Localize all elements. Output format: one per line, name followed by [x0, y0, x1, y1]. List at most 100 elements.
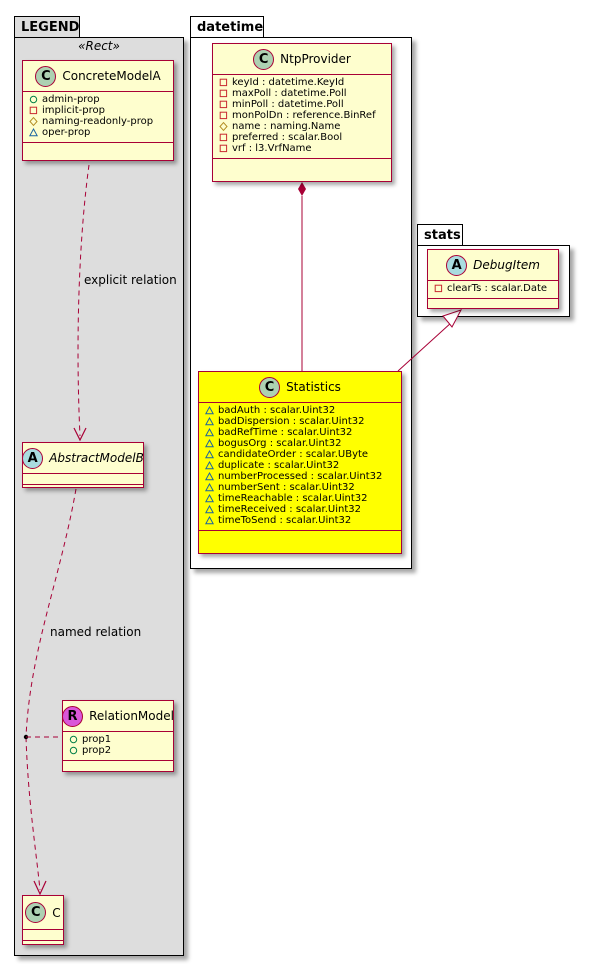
- attribute-text: prop1: [82, 734, 112, 745]
- attribute-text: duplicate : scalar.Uint32: [218, 460, 340, 471]
- private-visibility-icon: [219, 89, 228, 98]
- attribute-text: monPolDn : reference.BinRef: [232, 110, 376, 121]
- attribute-row: vrf : l3.VrfName: [219, 143, 385, 154]
- operations-separator: [199, 530, 401, 531]
- attribute-text: badAuth : scalar.Uint32: [218, 405, 336, 416]
- class-type-badge-icon: C: [25, 902, 47, 923]
- class-header: A DebugItem: [428, 250, 558, 281]
- private-visibility-icon: [219, 144, 228, 153]
- attribute-text: keyId : datetime.KeyId: [232, 77, 345, 88]
- attribute-text: numberSent : scalar.Uint32: [218, 482, 355, 493]
- attribute-row: numberSent : scalar.Uint32: [205, 482, 395, 493]
- attribute-row: prop2: [69, 745, 167, 756]
- attribute-row: clearTs : scalar.Date: [434, 283, 552, 294]
- attribute-text: bogusOrg : scalar.Uint32: [218, 438, 342, 449]
- protected-visibility-icon: [29, 116, 38, 127]
- protected-visibility-icon: [219, 121, 228, 132]
- attribute-row: duplicate : scalar.Uint32: [205, 460, 395, 471]
- class-type-badge-icon: C: [259, 376, 281, 398]
- class-header: R RelationModel: [62, 701, 174, 732]
- operations-separator: [428, 298, 558, 299]
- attribute-row: preferred : scalar.Bool: [219, 132, 385, 143]
- attribute-text: badDispersion : scalar.Uint32: [218, 416, 365, 427]
- class-name: RelationModel: [89, 709, 174, 723]
- class-name: C: [52, 905, 61, 920]
- attribute-row: bogusOrg : scalar.Uint32: [205, 438, 395, 449]
- package-datetime-title: datetime: [190, 16, 264, 38]
- private-visibility-icon: [219, 100, 228, 109]
- package-legend-body: [14, 37, 184, 956]
- attribute-text: minPoll : datetime.Poll: [232, 99, 344, 110]
- package-visibility-icon: [205, 504, 214, 514]
- attribute-row: implicit-prop: [29, 105, 167, 116]
- package-visibility-icon: [205, 438, 214, 448]
- attribute-text: oper-prop: [42, 127, 91, 138]
- inheritance-triangle: [442, 309, 463, 328]
- attribute-row: prop1: [69, 734, 167, 745]
- attribute-text: prop2: [82, 745, 112, 756]
- attribute-row: timeToSend : scalar.Uint32: [205, 515, 395, 526]
- named-relation-label: named relation: [50, 625, 142, 639]
- class-attributes: [23, 474, 143, 480]
- attribute-text: maxPoll : datetime.Poll: [232, 88, 347, 99]
- explicit-relation-arrowhead: [73, 427, 87, 442]
- attribute-text: timeReceived : scalar.Uint32: [218, 504, 362, 515]
- inheritance-line: [397, 321, 453, 372]
- class-name: NtpProvider: [280, 52, 351, 66]
- class-type-badge-icon: A: [22, 447, 44, 469]
- attribute-row: naming-readonly-prop: [29, 116, 167, 127]
- attribute-text: timeReachable : scalar.Uint32: [218, 493, 368, 504]
- package-visibility-icon: [29, 127, 38, 137]
- package-visibility-icon: [205, 471, 214, 481]
- attribute-row: minPoll : datetime.Poll: [219, 99, 385, 110]
- composition-diamond: [298, 182, 306, 196]
- public-visibility-icon: [69, 735, 78, 744]
- attribute-row: badAuth : scalar.Uint32: [205, 405, 395, 416]
- package-visibility-icon: [205, 416, 214, 426]
- package-visibility-icon: [205, 493, 214, 503]
- operations-separator: [63, 760, 173, 761]
- explicit-relation-line: [77, 164, 90, 437]
- named-relation-line-top: [25, 488, 77, 738]
- public-visibility-icon: [29, 95, 38, 104]
- operations-separator: [23, 142, 173, 143]
- private-visibility-icon: [219, 78, 228, 87]
- class-type-badge-icon: A: [446, 254, 468, 276]
- attribute-text: vrf : l3.VrfName: [232, 143, 312, 154]
- attribute-text: numberProcessed : scalar.Uint32: [218, 471, 383, 482]
- private-visibility-icon: [219, 111, 228, 120]
- named-relation-arrowhead: [33, 880, 47, 896]
- named-relation-line-bottom: [25, 736, 41, 891]
- attribute-row: admin-prop: [29, 94, 167, 105]
- package-visibility-icon: [205, 405, 214, 415]
- attribute-row: badDispersion : scalar.Uint32: [205, 416, 395, 427]
- attribute-row: numberProcessed : scalar.Uint32: [205, 471, 395, 482]
- class-type-badge-icon: C: [253, 48, 275, 70]
- package-stats-title: stats: [417, 224, 463, 246]
- package-visibility-icon: [205, 427, 214, 437]
- attribute-row: badRefTime : scalar.Uint32: [205, 427, 395, 438]
- operations-separator: [23, 484, 143, 485]
- package-legend: LEGEND «Rect»: [14, 16, 184, 956]
- class-type-badge-icon: C: [35, 65, 57, 87]
- class-name: DebugItem: [473, 258, 540, 272]
- attribute-row: timeReceived : scalar.Uint32: [205, 504, 395, 515]
- class-type-badge-icon: R: [62, 705, 84, 727]
- attribute-row: oper-prop: [29, 127, 167, 138]
- attribute-text: clearTs : scalar.Date: [447, 283, 548, 294]
- attribute-text: naming-readonly-prop: [42, 116, 154, 127]
- explicit-relation-label: explicit relation: [84, 273, 177, 287]
- class-debug-item[interactable]: A DebugItem clearTs : scalar.Date: [427, 249, 559, 309]
